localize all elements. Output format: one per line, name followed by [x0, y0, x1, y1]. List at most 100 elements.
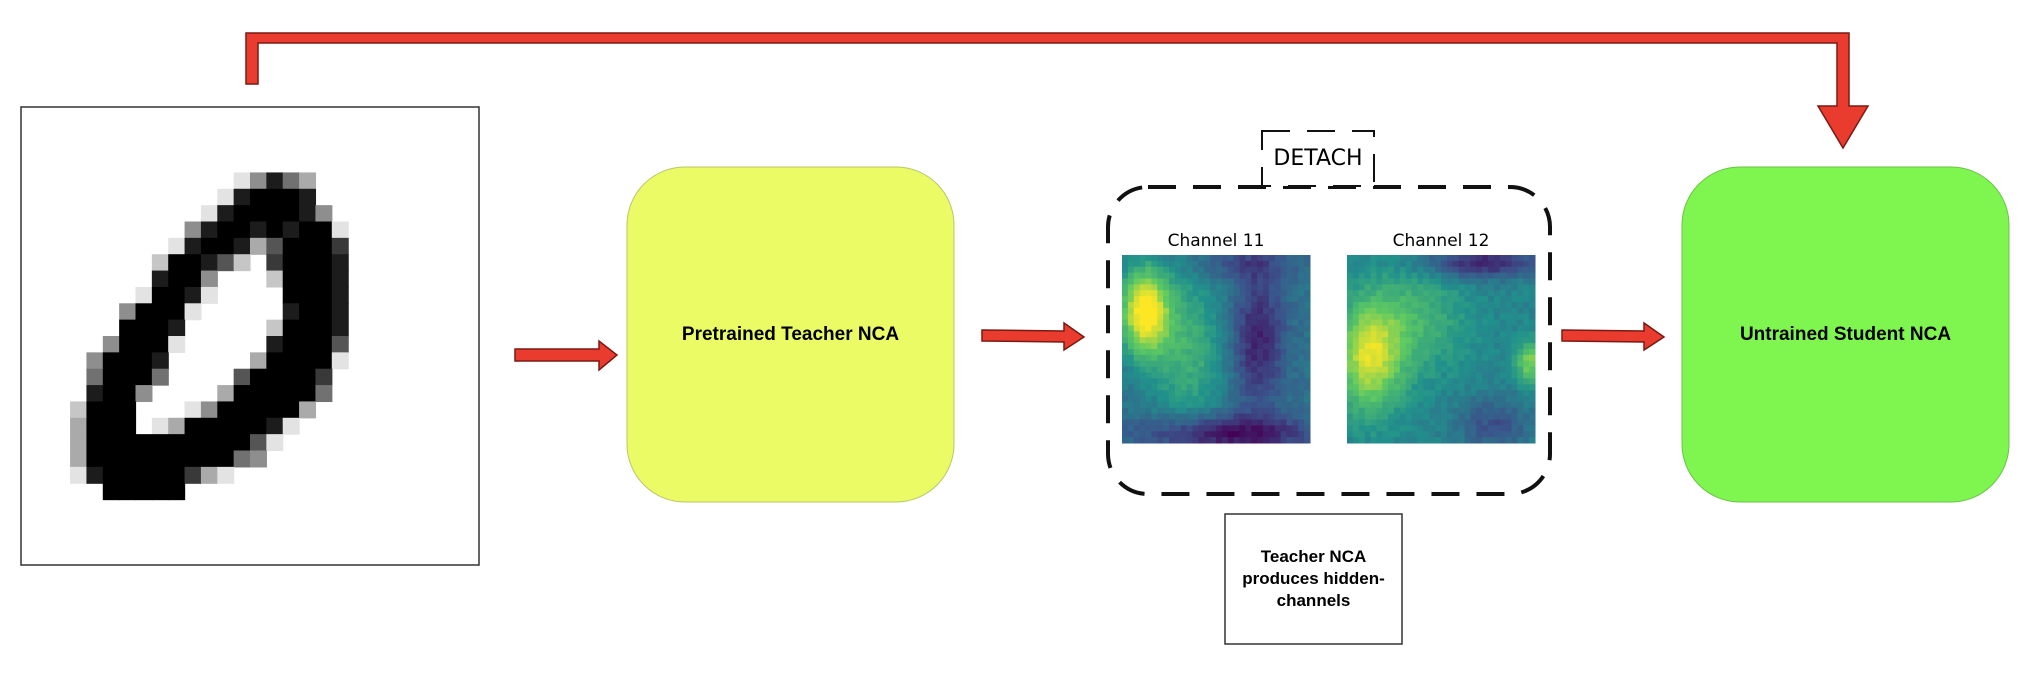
- heatmap-cell: [1523, 396, 1530, 403]
- heatmap-cell: [1347, 354, 1354, 362]
- heatmap-cell: [1192, 266, 1199, 274]
- heatmap-cell: [1145, 396, 1152, 403]
- heatmap-cell: [1122, 255, 1129, 262]
- heatmap-cell: [1446, 384, 1454, 391]
- heatmap-cell: [1192, 407, 1199, 415]
- heatmap-cell: [1133, 313, 1141, 321]
- heatmap-cell: [1145, 378, 1152, 385]
- heatmap-cell: [1435, 425, 1442, 432]
- heatmap-cell: [1476, 437, 1483, 444]
- heatmap-cell: [1257, 384, 1264, 391]
- heatmap-cell: [1470, 425, 1477, 432]
- heatmap-cell: [1245, 313, 1252, 321]
- heatmap-cell: [1169, 325, 1176, 332]
- heatmap-cell: [1376, 366, 1383, 374]
- digit-pixel: [250, 434, 267, 452]
- heatmap-cell: [1429, 319, 1436, 327]
- digit-pixel: [299, 205, 317, 223]
- heatmap-cell: [1151, 331, 1158, 338]
- heatmap-cell: [1441, 266, 1448, 274]
- heatmap-cell: [1488, 354, 1495, 362]
- heatmap-cell: [1174, 349, 1182, 356]
- heatmap-cell: [1476, 413, 1483, 421]
- heatmap-cell: [1157, 255, 1164, 262]
- heatmap-cell: [1441, 413, 1448, 421]
- heatmap-cell: [1429, 343, 1436, 350]
- heatmap-cell: [1174, 337, 1182, 344]
- heatmap-cell: [1257, 407, 1264, 415]
- heatmap-cell: [1476, 319, 1483, 327]
- heatmap-cell: [1511, 366, 1518, 374]
- heatmap-cell: [1151, 343, 1158, 350]
- heatmap-cell: [1370, 354, 1377, 362]
- heatmap-cell: [1122, 425, 1129, 432]
- heatmap-cell: [1133, 425, 1141, 432]
- heatmap-cell: [1405, 366, 1413, 374]
- heatmap-cell: [1352, 390, 1360, 397]
- digit-pixel: [200, 286, 218, 304]
- heatmap-cell: [1523, 437, 1530, 444]
- heatmap-cell: [1370, 378, 1377, 385]
- heatmap-cell: [1376, 360, 1383, 368]
- heatmap-cell: [1499, 425, 1507, 432]
- heatmap-cell: [1511, 407, 1518, 415]
- heatmap-cell: [1180, 372, 1188, 379]
- heatmap-cell: [1417, 378, 1424, 385]
- heatmap-cell: [1482, 384, 1489, 391]
- heatmap-cell: [1216, 290, 1223, 297]
- heatmap-cell: [1405, 431, 1413, 438]
- heatmap-cell: [1411, 266, 1419, 274]
- heatmap-cell: [1405, 331, 1413, 338]
- digit-pixel: [282, 237, 300, 255]
- heatmap-cell: [1429, 419, 1436, 426]
- heatmap-cell: [1470, 390, 1477, 397]
- heatmap-cell: [1245, 401, 1252, 409]
- heatmap-cell: [1464, 325, 1471, 332]
- heatmap-cell: [1435, 343, 1442, 350]
- heatmap-cell: [1221, 419, 1229, 426]
- heatmap-cell: [1127, 396, 1135, 403]
- heatmap-cell: [1127, 354, 1135, 362]
- heatmap-cell: [1186, 307, 1194, 315]
- heatmap-cell: [1511, 349, 1518, 356]
- heatmap-cell: [1499, 290, 1507, 297]
- heatmap-cell: [1446, 343, 1454, 350]
- heatmap-cell: [1464, 313, 1471, 321]
- heatmap-cell: [1263, 419, 1270, 426]
- heatmap-cell: [1257, 296, 1264, 303]
- heatmap-cell: [1499, 272, 1507, 280]
- heatmap-cell: [1221, 378, 1229, 385]
- heatmap-cell: [1274, 319, 1282, 327]
- heatmap-cell: [1122, 354, 1129, 362]
- heatmap-cell: [1274, 266, 1282, 274]
- digit-pixel: [282, 172, 300, 190]
- heatmap-cell: [1180, 260, 1188, 268]
- heatmap-cell: [1245, 266, 1252, 274]
- heatmap-cell: [1499, 360, 1507, 368]
- heatmap-cell: [1529, 390, 1536, 397]
- heatmap-cell: [1464, 413, 1471, 421]
- heatmap-cell: [1186, 425, 1194, 432]
- heatmap-cell: [1364, 425, 1372, 432]
- heatmap-cell: [1227, 349, 1235, 356]
- heatmap-cell: [1364, 307, 1372, 315]
- heatmap-cell: [1452, 372, 1460, 379]
- heatmap-cell: [1251, 437, 1258, 444]
- heatmap-cell: [1221, 349, 1229, 356]
- digit-pixel: [315, 205, 333, 223]
- heatmap-cell: [1204, 260, 1211, 268]
- heatmap-cell: [1280, 384, 1288, 391]
- digit-pixel: [168, 286, 186, 304]
- heatmap-cell: [1298, 272, 1305, 280]
- digit-pixel: [266, 205, 284, 223]
- heatmap-cell: [1257, 302, 1264, 309]
- heatmap-cell: [1174, 431, 1182, 438]
- heatmap-cell: [1529, 425, 1536, 432]
- heatmap-cell: [1163, 343, 1170, 350]
- heatmap-cell: [1122, 296, 1129, 303]
- heatmap-cell: [1529, 296, 1536, 303]
- heatmap-cell: [1280, 413, 1288, 421]
- heatmap-cell: [1292, 419, 1299, 426]
- heatmap-cell: [1174, 372, 1182, 379]
- heatmap-cell: [1441, 284, 1448, 291]
